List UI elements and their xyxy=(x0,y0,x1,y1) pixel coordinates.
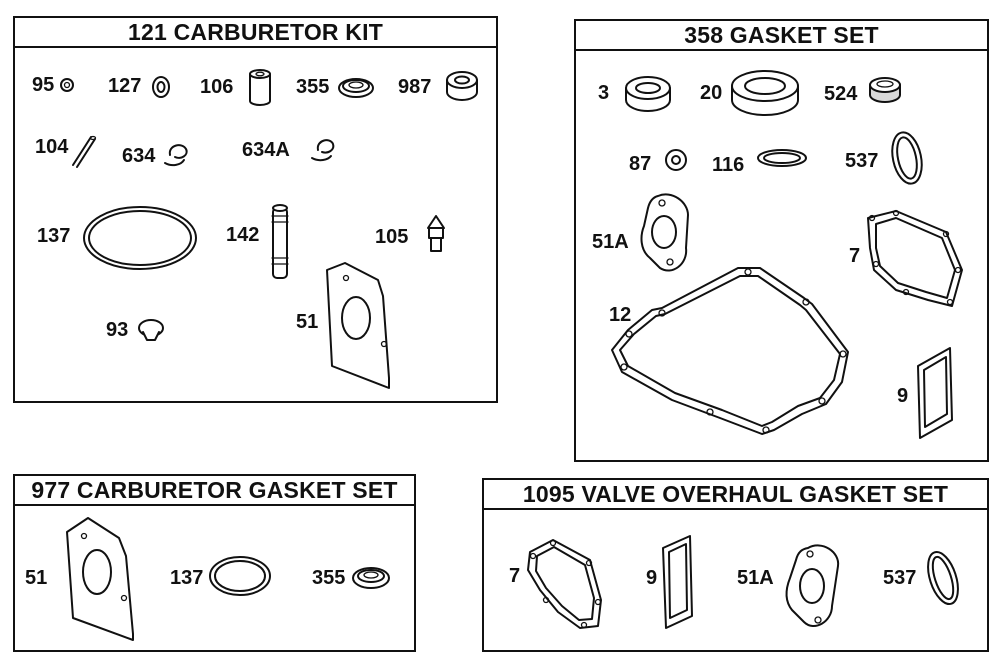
part-label: 51A xyxy=(592,231,629,253)
panel-gasket-set: 358 GASKET SET xyxy=(574,19,989,462)
panel-valve-overhaul-gasket-set: 1095 VALVE OVERHAUL GASKET SET xyxy=(482,478,989,652)
part-label: 355 xyxy=(296,76,330,98)
part-label: 142 xyxy=(226,224,260,246)
part-label: 634A xyxy=(242,139,290,161)
part-label: 93 xyxy=(106,319,129,341)
part-label: 537 xyxy=(883,567,917,589)
part-label: 355 xyxy=(312,567,346,589)
part-label: 95 xyxy=(32,74,55,96)
panel-title: 1095 VALVE OVERHAUL GASKET SET xyxy=(484,480,987,510)
part-label: 105 xyxy=(375,226,409,248)
panel-carburetor-kit: 121 CARBURETOR KIT xyxy=(13,16,498,403)
part-label: 51A xyxy=(737,567,774,589)
panel-title: 121 CARBURETOR KIT xyxy=(15,18,496,48)
part-label: 524 xyxy=(824,83,858,105)
part-label: 537 xyxy=(845,150,879,172)
part-label: 51 xyxy=(296,311,319,333)
part-label: 7 xyxy=(509,565,521,587)
part-label: 634 xyxy=(122,145,156,167)
part-label: 127 xyxy=(108,75,142,97)
panel-title: 358 GASKET SET xyxy=(576,21,987,51)
part-label: 987 xyxy=(398,76,432,98)
part-label: 12 xyxy=(609,304,632,326)
part-label: 3 xyxy=(598,82,610,104)
part-label: 137 xyxy=(170,567,204,589)
part-label: 7 xyxy=(849,245,861,267)
part-label: 9 xyxy=(897,385,909,407)
part-label: 51 xyxy=(25,567,48,589)
panel-title: 977 CARBURETOR GASKET SET xyxy=(15,476,414,506)
part-label: 106 xyxy=(200,76,234,98)
part-label: 87 xyxy=(629,153,652,175)
part-label: 137 xyxy=(37,225,71,247)
panel-carburetor-gasket-set: 977 CARBURETOR GASKET SET xyxy=(13,474,416,652)
part-label: 9 xyxy=(646,567,658,589)
part-label: 116 xyxy=(712,154,745,176)
part-label: 20 xyxy=(700,82,723,104)
part-label: 104 xyxy=(35,136,69,158)
